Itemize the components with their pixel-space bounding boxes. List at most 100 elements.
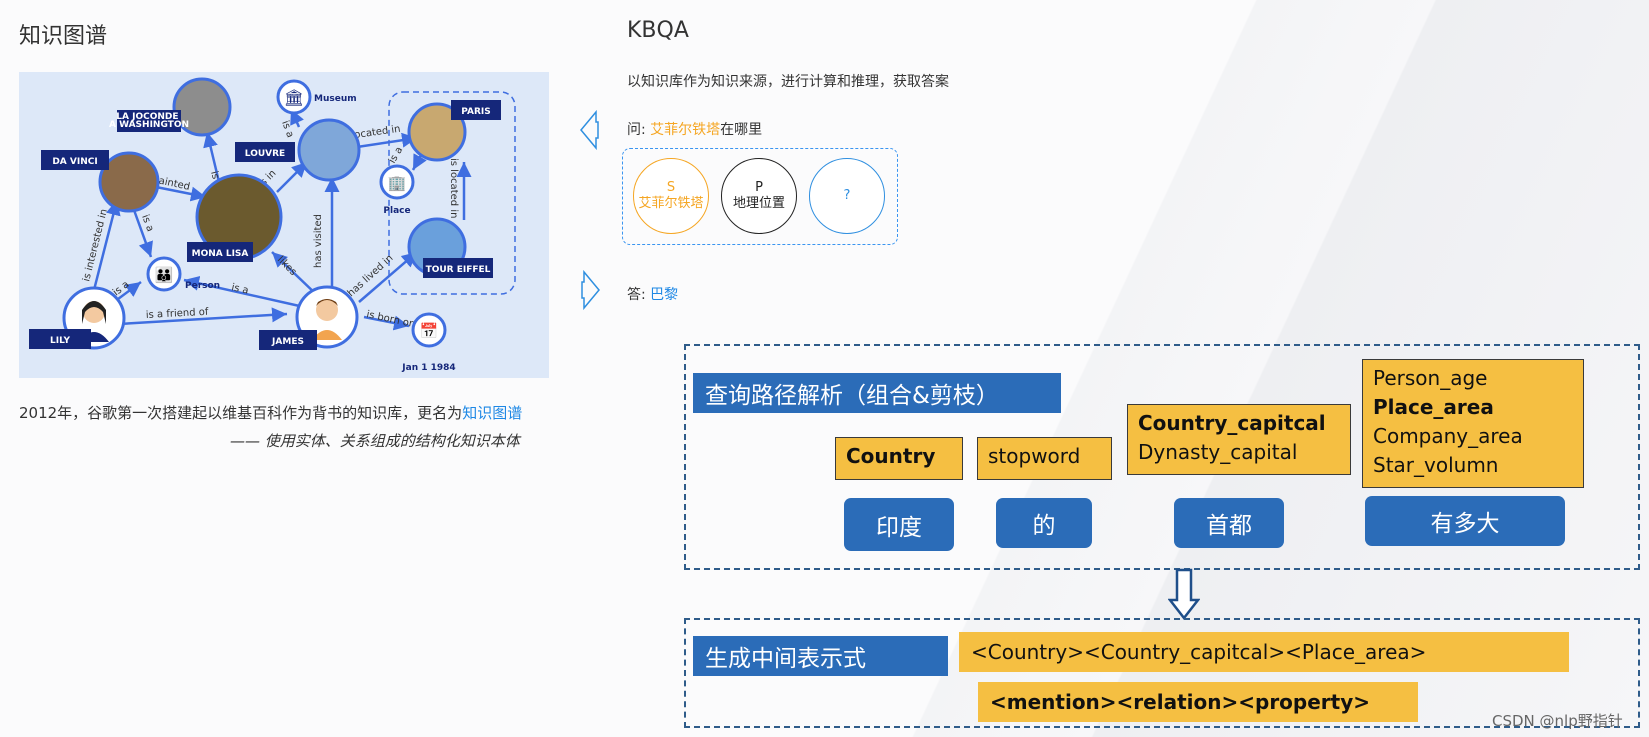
- louvre-photo: [297, 118, 361, 182]
- edge-is-in: [276, 161, 308, 193]
- question-line: 问: 艾菲尔铁塔在哪里: [627, 119, 762, 139]
- louvre-label: LOUVRE: [245, 149, 285, 159]
- edge-label-is-located-in-eiffel: is located in: [448, 158, 459, 218]
- edge-is-a-davinci: [132, 209, 153, 258]
- davinci-label-bg: [41, 150, 109, 170]
- lily-label: LILY: [50, 336, 70, 346]
- kg-title: 知识图谱: [19, 24, 108, 49]
- subject-letter: S: [666, 180, 676, 195]
- word-how-big: 有多大: [1365, 496, 1565, 546]
- capital-box: Country_capitcal Dynasty_capital: [1127, 404, 1351, 475]
- edge-is-a-james: [183, 275, 305, 309]
- parse-dashed-box: [684, 344, 1640, 570]
- knowledge-graph-svg: is about is a is located in is a is loca…: [29, 77, 516, 373]
- parse-title-bar: 查询路径解析（组合&剪枝）: [693, 373, 1061, 413]
- place-label: Place: [383, 206, 410, 216]
- subject-value: 艾菲尔铁塔: [638, 196, 704, 211]
- predicate-letter: P: [755, 180, 763, 195]
- james-label: JAMES: [271, 337, 304, 347]
- gen-dashed-box: [684, 618, 1640, 728]
- mona-lisa-label-bg: [187, 242, 253, 262]
- davinci-portrait: [98, 151, 160, 213]
- edge-label-is-a-paris: is a: [387, 145, 405, 165]
- kg-caption-link[interactable]: 知识图谱: [462, 404, 523, 422]
- jaconde-label-line1: LA JOCONDE: [116, 112, 178, 122]
- edge-label-is-a-louvre: is a: [279, 119, 295, 139]
- people-icon: 👪: [155, 266, 174, 284]
- answer-prefix: 答:: [627, 287, 651, 303]
- person-label: Person: [185, 281, 220, 291]
- word-capital: 首都: [1174, 498, 1284, 548]
- question-entity: 艾菲尔铁塔: [650, 122, 721, 138]
- edge-is-located-in-louvre: [356, 132, 418, 149]
- james-face-icon: [312, 299, 342, 340]
- lily-label-bg: [29, 329, 91, 349]
- question-prefix: 问:: [627, 122, 651, 138]
- edge-is-a-friend-of: [118, 307, 288, 326]
- edge-is-interested-in: [92, 199, 121, 291]
- building-icon: 🏢: [388, 174, 407, 192]
- kg-caption-sub: —— 使用实体、关系组成的结构化知识本体: [230, 432, 520, 450]
- knowledge-graph-illustration: is about is a is located in is a is loca…: [19, 72, 549, 378]
- mona-lisa-label: MONA LISA: [192, 249, 249, 259]
- james-label-bg: [259, 330, 317, 350]
- watermark: CSDN @nlp野指针: [1492, 712, 1623, 730]
- date-node: [411, 312, 447, 348]
- museum-node: [276, 79, 312, 115]
- stopword-box: stopword: [977, 437, 1112, 480]
- edge-has-lived-in: [358, 251, 418, 303]
- museum-icon: 🏛: [284, 88, 304, 107]
- edge-is-about: [203, 131, 221, 183]
- answer-arrow-icon: [581, 269, 600, 311]
- kbqa-subtitle: 以知识库作为知识来源，进行计算和推理，获取答案: [627, 74, 949, 90]
- country-box: Country: [835, 437, 963, 480]
- edge-painted: [155, 185, 207, 202]
- size-option-2: Place_area: [1373, 395, 1494, 419]
- edge-label-is-born-on: is born on: [365, 309, 416, 330]
- person-node: [146, 256, 182, 292]
- subject-circle: S 艾菲尔铁塔: [633, 158, 709, 234]
- kg-caption: 2012年，谷歌第一次搭建起以维基百科作为背书的知识库，更名为知识图谱: [19, 402, 522, 423]
- museum-label: Museum: [314, 94, 357, 104]
- paris-label: PARIS: [461, 107, 491, 117]
- word-de: 的: [996, 498, 1092, 548]
- louvre-label-bg: [235, 142, 295, 162]
- jaconde-photo: [172, 77, 232, 137]
- edge-label-is-a-friend-of: is a friend of: [146, 307, 210, 321]
- edge-is-born-on: [363, 315, 410, 331]
- size-option-4: Star_volumn: [1373, 453, 1499, 477]
- answer-line: 答: 巴黎: [627, 284, 678, 304]
- eiffel-label: TOUR EIFFEL: [426, 265, 491, 275]
- object-value: ?: [843, 188, 851, 203]
- gen-title-bar: 生成中间表示式: [693, 636, 948, 676]
- paris-label-bg: [451, 100, 501, 120]
- eiffel-label-bg: [423, 258, 493, 278]
- capital-option-2: Dynasty_capital: [1138, 440, 1298, 464]
- question-suffix: 在哪里: [720, 122, 763, 138]
- size-option-3: Company_area: [1373, 424, 1523, 448]
- capital-option-1: Country_capitcal: [1138, 411, 1326, 435]
- question-arrow-icon: [580, 109, 599, 151]
- answer-value: 巴黎: [650, 287, 679, 303]
- calendar-icon: 📅: [420, 322, 439, 340]
- kbqa-title: KBQA: [627, 18, 689, 43]
- triple-dashed-box: [622, 148, 898, 245]
- size-box: Person_age Place_area Company_area Star_…: [1362, 359, 1584, 488]
- jaconde-label-line2: A WASHINGTON: [109, 120, 189, 130]
- place-node: [379, 164, 415, 200]
- kg-caption-text: 2012年，谷歌第一次搭建起以维基百科作为背书的知识库，更名为: [19, 404, 463, 422]
- word-india: 印度: [844, 498, 954, 551]
- gen-template: <mention><relation><property>: [978, 682, 1418, 722]
- object-circle: ?: [809, 158, 885, 234]
- edge-likes: [271, 251, 320, 298]
- jaconde-label: LA JOCONDE A WASHINGTON: [109, 112, 189, 130]
- edge-label-is-a-james: is a: [230, 282, 249, 296]
- predicate-circle: P 地理位置: [721, 158, 797, 234]
- predicate-value: 地理位置: [732, 196, 785, 211]
- down-arrow-icon: [1168, 568, 1200, 620]
- date-label: Jan 1 1984: [401, 363, 455, 373]
- size-option-1: Person_age: [1373, 366, 1488, 390]
- jaconde-label-bg: [117, 110, 181, 132]
- edge-label-has-visited: has visited: [313, 214, 324, 268]
- davinci-label: DA VINCI: [52, 157, 97, 167]
